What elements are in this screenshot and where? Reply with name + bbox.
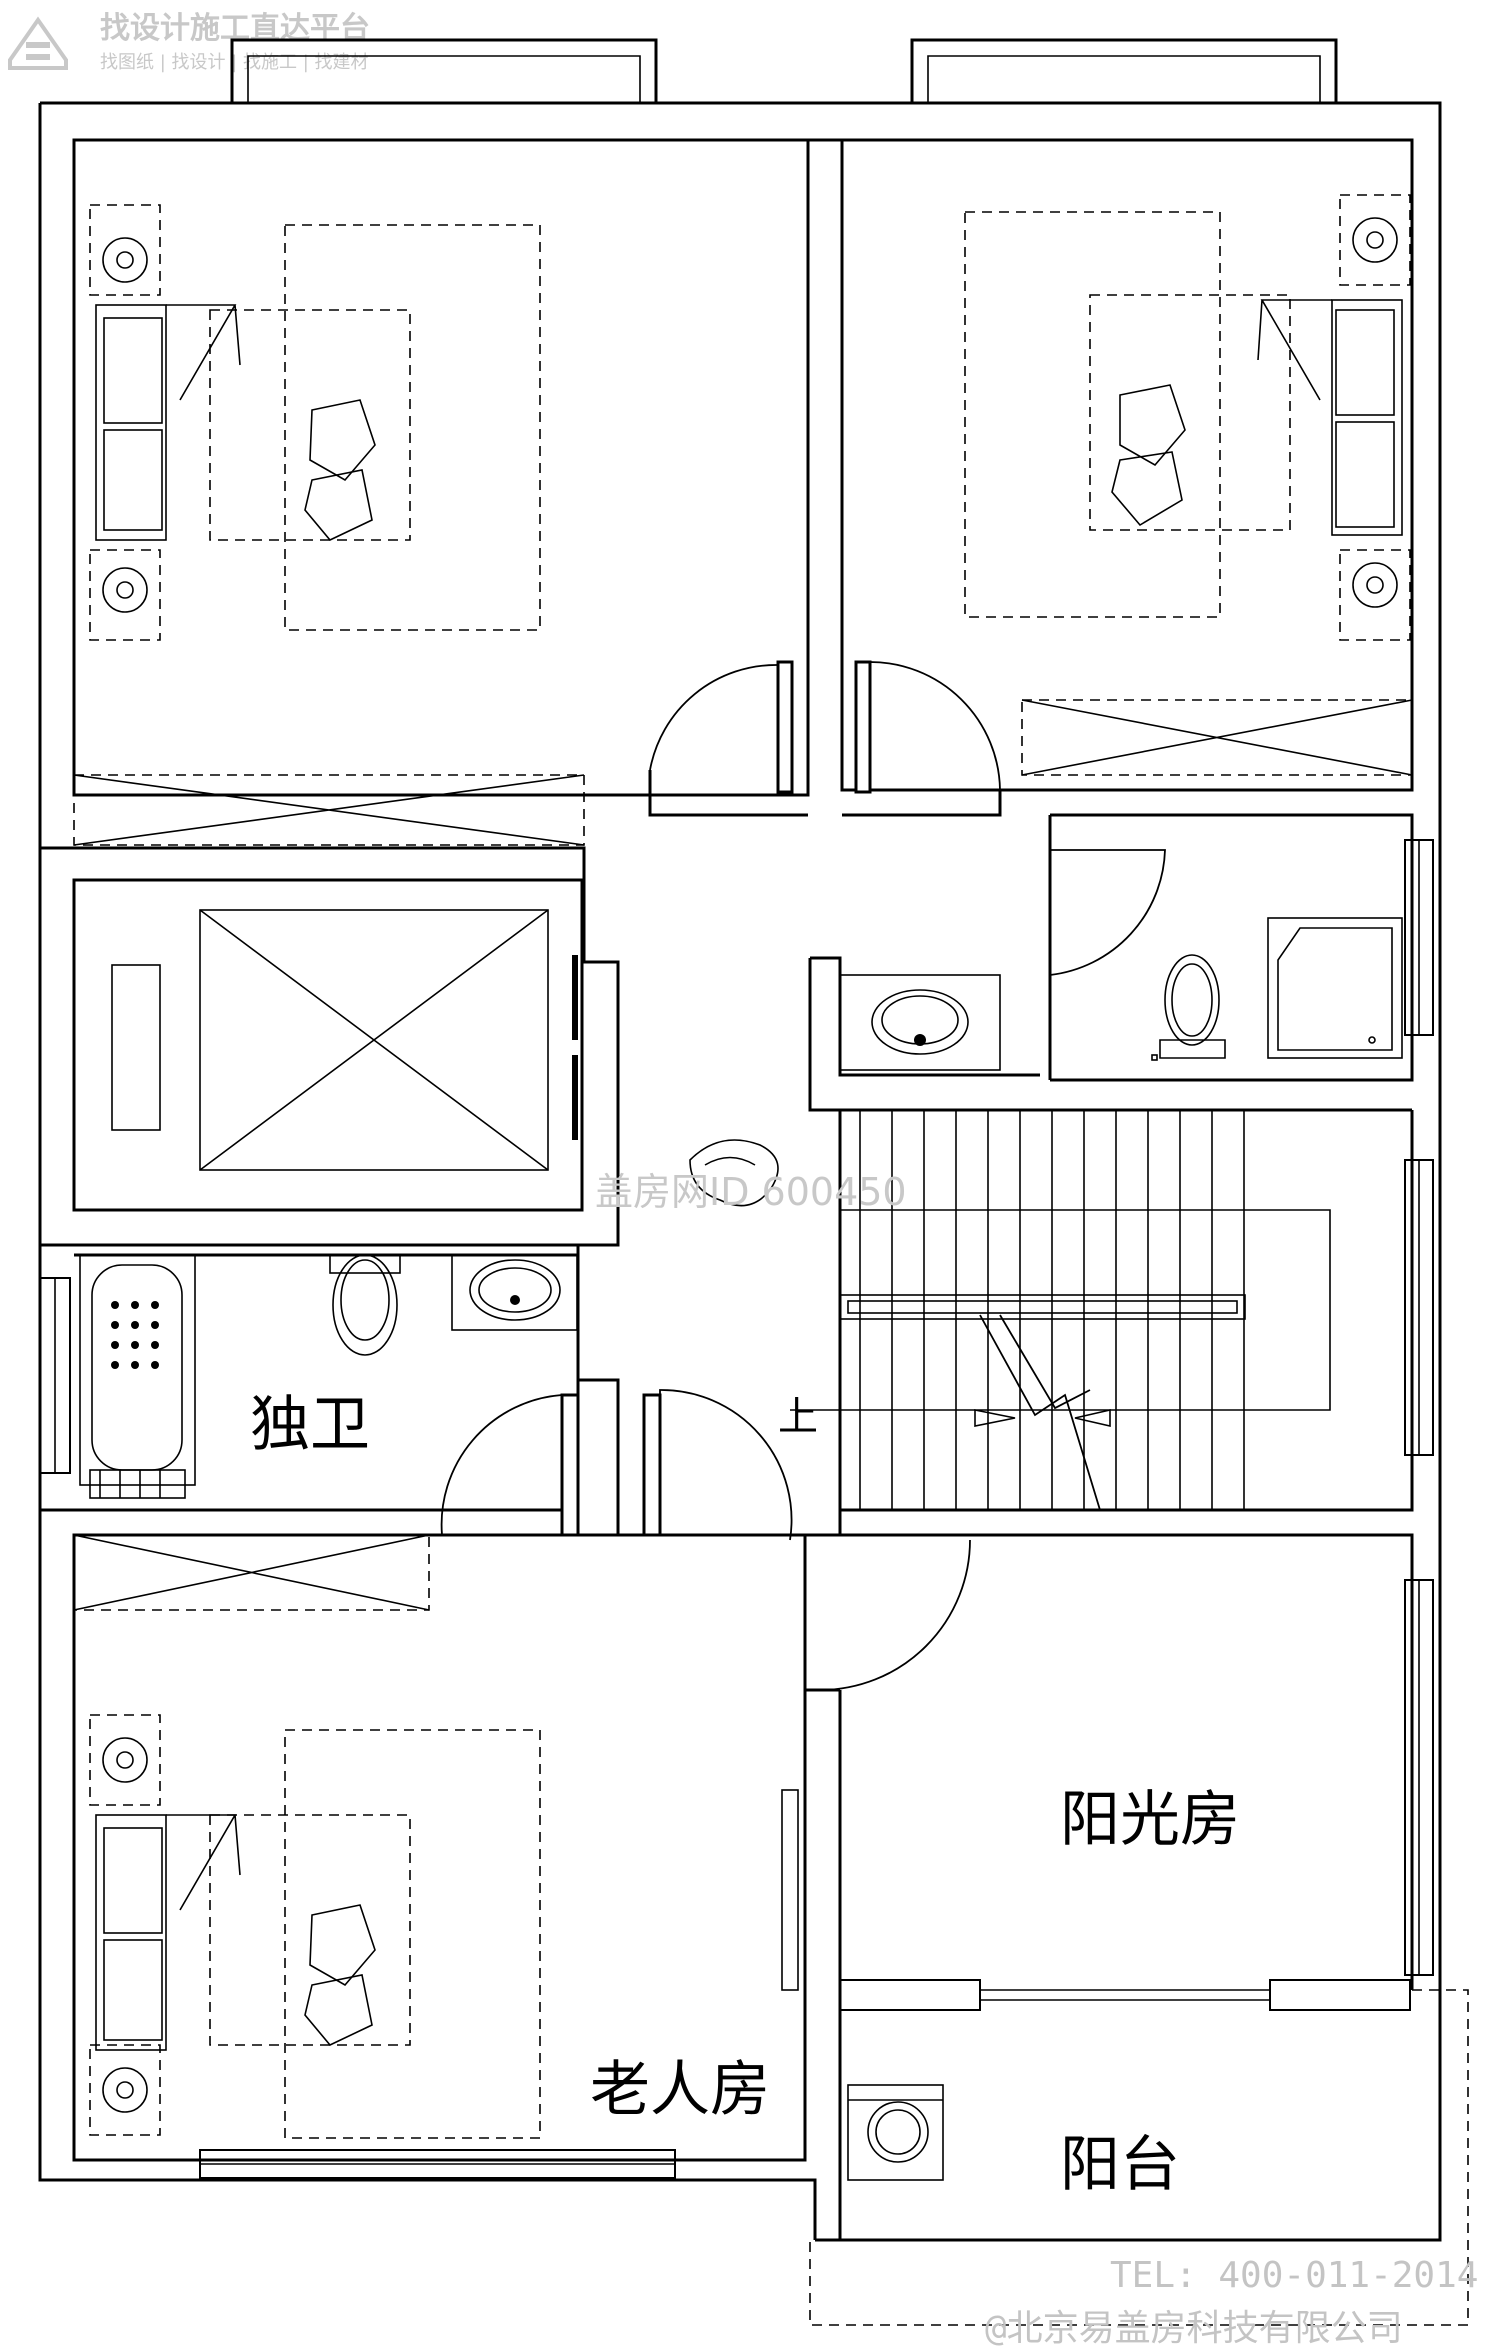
elderly-room: 老人房 — [72, 1533, 807, 2179]
washing-machine-icon — [867, 2101, 929, 2163]
lamp-icon — [102, 1737, 148, 1783]
lamp-icon — [102, 2067, 148, 2113]
sunroom: 阳光房 — [838, 1533, 1434, 2240]
lamp-icon — [102, 567, 148, 613]
master-bathroom — [1048, 813, 1434, 1082]
staircase: 上 — [778, 1110, 1434, 1512]
upper-doors — [648, 660, 1002, 817]
room-label-elderly: 老人房 — [590, 2055, 770, 2125]
watermark-center: 盖房网ID 600450 — [595, 1170, 907, 1214]
lower-doors — [440, 1378, 971, 1692]
footer-company: @北京易盖房科技有限公司 — [985, 2308, 1403, 2349]
small-bathroom: 独卫 — [38, 1245, 580, 1512]
toilet-icon — [1164, 954, 1220, 1046]
plant-icon — [689, 1139, 779, 1207]
sink-icon — [469, 1259, 561, 1321]
house-logo-icon — [8, 16, 68, 70]
outer-walls — [38, 38, 1442, 2242]
sink-counter — [808, 956, 1412, 1112]
balcony: 阳台 — [809, 1989, 1469, 2326]
footer-phone: TEL: 400-011-2014 — [1110, 2255, 1478, 2296]
bedroom-top-left — [73, 204, 585, 846]
wardrobe — [40, 846, 620, 1247]
logo-subtitle: 找图纸 | 找设计 | 找施工 | 找建材 — [100, 52, 369, 73]
watermark-logo: 找设计施工直达平台 找图纸 | 找设计 | 找施工 | 找建材 — [8, 11, 370, 73]
lamp-icon — [1352, 217, 1398, 263]
bedroom-top-right — [964, 194, 1413, 776]
lamp-icon — [1352, 562, 1398, 608]
lamp-icon — [102, 237, 148, 283]
room-label-balcony: 阳台 — [1060, 2130, 1180, 2200]
stair-up-label: 上 — [778, 1394, 818, 1440]
room-label-sunroom: 阳光房 — [1060, 1785, 1240, 1855]
room-label-bathroom: 独卫 — [250, 1390, 370, 1460]
stair-treads — [859, 1110, 1245, 1510]
sink-icon — [871, 989, 969, 1055]
